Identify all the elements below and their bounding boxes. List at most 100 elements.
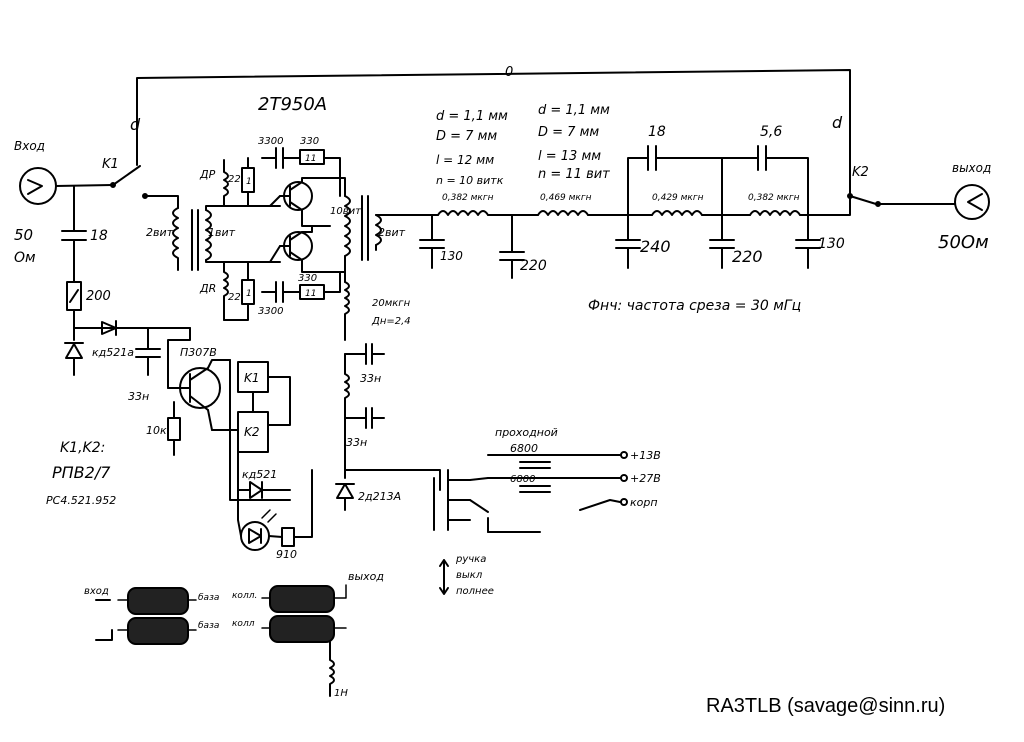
low-pass-filter: 18 5,6 130 220 240 220 130 0,382 мкгн 0,… [419, 103, 851, 314]
filter-series-cap-2-value: 5,6 [760, 124, 782, 140]
output-winding-primary: 10вит [330, 206, 362, 217]
author-credit: RA3TLB (savage@sinn.ru) [706, 695, 945, 717]
transformer-sketch-left: вход база база [84, 586, 219, 645]
filter-inductor-4-value: 0,382 мкгн [748, 193, 800, 203]
input-resistor-value: 200 [86, 289, 111, 304]
input-winding-secondary: 1вит [208, 226, 236, 239]
feedthrough-label: проходной [495, 426, 558, 439]
led-resistor-value: 910 [276, 548, 297, 561]
ground-label: корп [630, 496, 658, 509]
push-pull-transistors [269, 177, 346, 273]
bias-resistor-bottom-value: 22 [228, 292, 241, 303]
left-bypass-cap-value: 33н [128, 390, 149, 403]
filter-inductor-2-value: 0,469 мкгн [540, 193, 592, 203]
input-winding-primary: 2вит [146, 226, 174, 239]
filter-shunt-cap-3-value: 240 [640, 237, 671, 256]
power-switch: ручка выкл полнее проходной 6800 6800 +1… [433, 426, 661, 597]
filter-shunt-cap-4-value: 220 [732, 247, 763, 266]
transformer-left-base1-label: база [198, 593, 219, 603]
coil2-length: l = 13 мм [538, 149, 601, 164]
output-connector: выход 50Ом [877, 161, 991, 253]
transformer-right-collector1-label: колл. [232, 591, 257, 601]
bypass-label: 0 [505, 65, 513, 80]
relay-note-title: K1,K2: [60, 440, 105, 456]
feedthrough-cap-b-value: 6800 [510, 474, 535, 485]
k2-switch: K2 [847, 165, 881, 207]
feedback-resistor-top-value: 330 [300, 136, 319, 147]
amplifier-title: 2T950A [258, 94, 327, 115]
input-transformer: 2вит 1вит [146, 205, 281, 271]
relay-diode-label: кд521 [242, 468, 277, 481]
input-cap-value: 18 [90, 228, 108, 244]
feedback-cap-bottom-value: 3300 [258, 306, 283, 317]
switch-label-3: полнее [456, 586, 494, 597]
switch-transistor: П307В 10к [146, 327, 231, 456]
choke-top-label: ДР [199, 168, 216, 181]
output-transformer: 10вит 2вит [330, 195, 421, 261]
feedthrough-cap-a-value: 6800 [510, 442, 538, 455]
output-label: выход [952, 161, 991, 175]
detector-diode-label: кд521а [92, 346, 134, 359]
transformer-left-base2-label: база [198, 621, 219, 631]
relay-k2-label: K2 [244, 425, 260, 439]
bias-network-bottom: ДR 22 1 3300 330 11 [199, 261, 341, 321]
bias-resistor-top-small: 1 [246, 177, 252, 187]
switch-label-1: ручка [455, 554, 486, 565]
bias-network-top: ДР 22 1 3300 330 11 [199, 136, 341, 207]
transformer-left-input-label: вход [84, 586, 109, 597]
k1-position-label: d [130, 115, 141, 134]
choke-bottom-label: ДR [199, 282, 216, 295]
filter-inductor-3-value: 0,429 мкгн [652, 193, 704, 203]
input-connector: Вход 50 Ом [14, 139, 113, 266]
bias-resistor-top-value: 22 [228, 174, 241, 185]
input-label: Вход [14, 139, 45, 153]
filter-inductor-1-value: 0,382 мкгн [442, 193, 494, 203]
output-impedance: 50Ом [938, 232, 989, 253]
filter-shunt-cap-5-value: 130 [818, 236, 845, 252]
coil2-coil-diameter: D = 7 мм [538, 125, 599, 140]
supply-cap-b-value: 33н [346, 436, 367, 449]
feedback-resistor-bottom-value: 330 [298, 273, 317, 284]
coil1-wire-diameter: d = 1,1 мм [436, 109, 508, 124]
transformer-right-collector2-label: колл [232, 619, 255, 629]
k2-label: K2 [852, 165, 869, 180]
cutoff-frequency-note: Фнч: частота среза = 30 мГц [588, 298, 801, 314]
protection-diode-label: 2д213А [358, 490, 401, 503]
filter-shunt-cap-2-value: 220 [520, 258, 547, 274]
input-impedance-unit: Ом [14, 250, 36, 266]
supply-choke-size: Дн=2,4 [371, 316, 411, 327]
feedback-cap-top-value: 3300 [258, 136, 283, 147]
relay-code: РС4.521.952 [46, 494, 116, 507]
k2-position-label: d [832, 113, 843, 132]
coil2-turns: n = 11 вит [538, 167, 610, 182]
bias-resistor-bottom-small: 1 [246, 289, 252, 299]
relay-type: РПВ2/7 [52, 463, 111, 482]
transformer-sketch-right: колл. колл выход 1Н [232, 570, 384, 699]
coil1-coil-diameter: D = 7 мм [436, 129, 497, 144]
k1-label: K1 [102, 157, 119, 172]
supply-13v-label: +13В [630, 449, 661, 462]
switch-label-2: выкл [456, 570, 483, 581]
relay-k1-label: K1 [244, 371, 260, 385]
output-winding-secondary: 2вит [378, 226, 406, 239]
power-feed: 20мкгн Дн=2,4 33н 33н 2д213А [335, 271, 441, 511]
filter-shunt-cap-1-value: 130 [440, 249, 463, 263]
supply-27v-label: +27В [630, 472, 661, 485]
filter-series-cap-1-value: 18 [648, 124, 666, 140]
input-impedance-value: 50 [14, 226, 33, 244]
bypass-wire: 0 d d [130, 65, 851, 173]
relay-block: K1 K2 кд521 910 [211, 359, 313, 561]
supply-choke-value: 20мкгн [372, 298, 411, 309]
coil1-turns: n = 10 витк [436, 174, 504, 187]
input-detector: 18 200 кд521а 33н [61, 185, 191, 403]
coil1-length: l = 12 мм [436, 153, 494, 167]
feedback-resistor-top-small: 11 [305, 154, 316, 164]
relay-note: K1,K2: РПВ2/7 РС4.521.952 [46, 440, 116, 507]
feedback-resistor-bottom-small: 11 [305, 289, 316, 299]
switch-transistor-label: П307В [180, 346, 217, 359]
k1-switch: K1 [102, 157, 179, 209]
supply-cap-a-value: 33н [360, 372, 381, 385]
coil2-wire-diameter: d = 1,1 мм [538, 103, 610, 118]
base-resistor-value: 10к [146, 424, 167, 437]
